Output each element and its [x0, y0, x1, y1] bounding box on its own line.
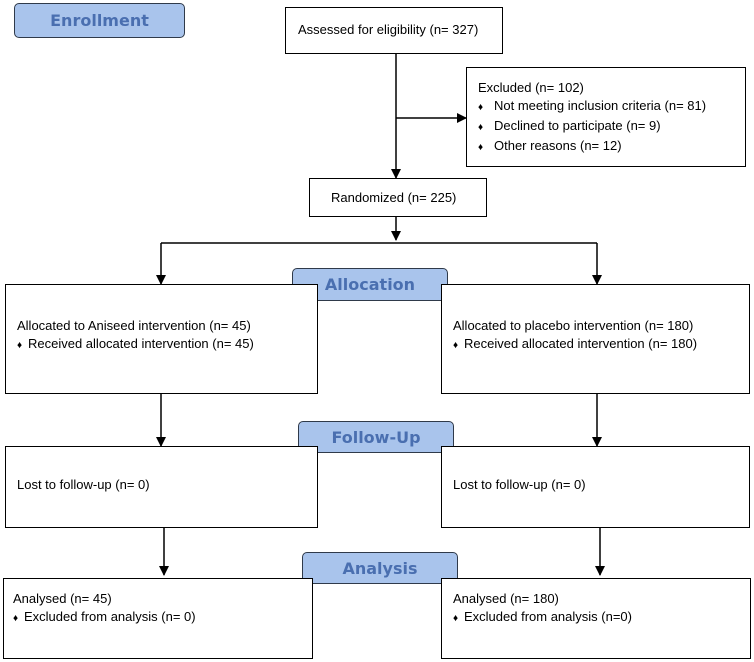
excluded-title: Excluded (n= 102) [478, 80, 584, 95]
bullet-icon: ♦ [13, 613, 19, 624]
left-lost-text: Lost to follow-up (n= 0) [17, 477, 150, 492]
assessed-box: Assessed for eligibility (n= 327) [285, 7, 503, 54]
right-allocated-text: Allocated to placebo intervention (n= 18… [453, 318, 694, 333]
left-excluded-analysis-item: ♦Excluded from analysis (n= 0) [13, 608, 312, 628]
bullet-icon: ♦ [453, 613, 459, 624]
randomized-text: Randomized (n= 225) [331, 190, 457, 205]
left-analysis-box: Analysed (n= 45) ♦Excluded from analysis… [3, 578, 313, 659]
bullet-icon: ♦ [17, 340, 23, 351]
phase-enrollment: Enrollment [14, 3, 185, 38]
right-excluded-analysis-item: ♦Excluded from analysis (n=0) [453, 608, 750, 628]
bullet-icon: ♦ [478, 142, 484, 153]
phase-followup: Follow-Up [298, 421, 454, 453]
randomized-box: Randomized (n= 225) [309, 178, 487, 217]
excluded-item: ♦Other reasons (n= 12) [478, 137, 745, 157]
right-allocation-box: Allocated to placebo intervention (n= 18… [441, 284, 750, 394]
left-received-item: ♦Received allocated intervention (n= 45) [17, 335, 317, 355]
bullet-icon: ♦ [478, 102, 484, 113]
right-analysed-text: Analysed (n= 180) [453, 591, 559, 606]
excluded-item: ♦Declined to participate (n= 9) [478, 117, 745, 137]
phase-analysis: Analysis [302, 552, 458, 584]
right-analysis-box: Analysed (n= 180) ♦Excluded from analysi… [441, 578, 751, 659]
excluded-box: Excluded (n= 102) ♦Not meeting inclusion… [466, 67, 746, 167]
assessed-text: Assessed for eligibility (n= 327) [298, 22, 479, 37]
bullet-icon: ♦ [453, 340, 459, 351]
right-lost-text: Lost to follow-up (n= 0) [453, 477, 586, 492]
excluded-item: ♦Not meeting inclusion criteria (n= 81) [478, 97, 745, 117]
right-lost-box: Lost to follow-up (n= 0) [441, 446, 750, 528]
right-received-item: ♦Received allocated intervention (n= 180… [453, 335, 749, 355]
left-allocated-text: Allocated to Aniseed intervention (n= 45… [17, 318, 251, 333]
bullet-icon: ♦ [478, 122, 484, 133]
left-analysed-text: Analysed (n= 45) [13, 591, 112, 606]
left-lost-box: Lost to follow-up (n= 0) [5, 446, 318, 528]
left-allocation-box: Allocated to Aniseed intervention (n= 45… [5, 284, 318, 394]
